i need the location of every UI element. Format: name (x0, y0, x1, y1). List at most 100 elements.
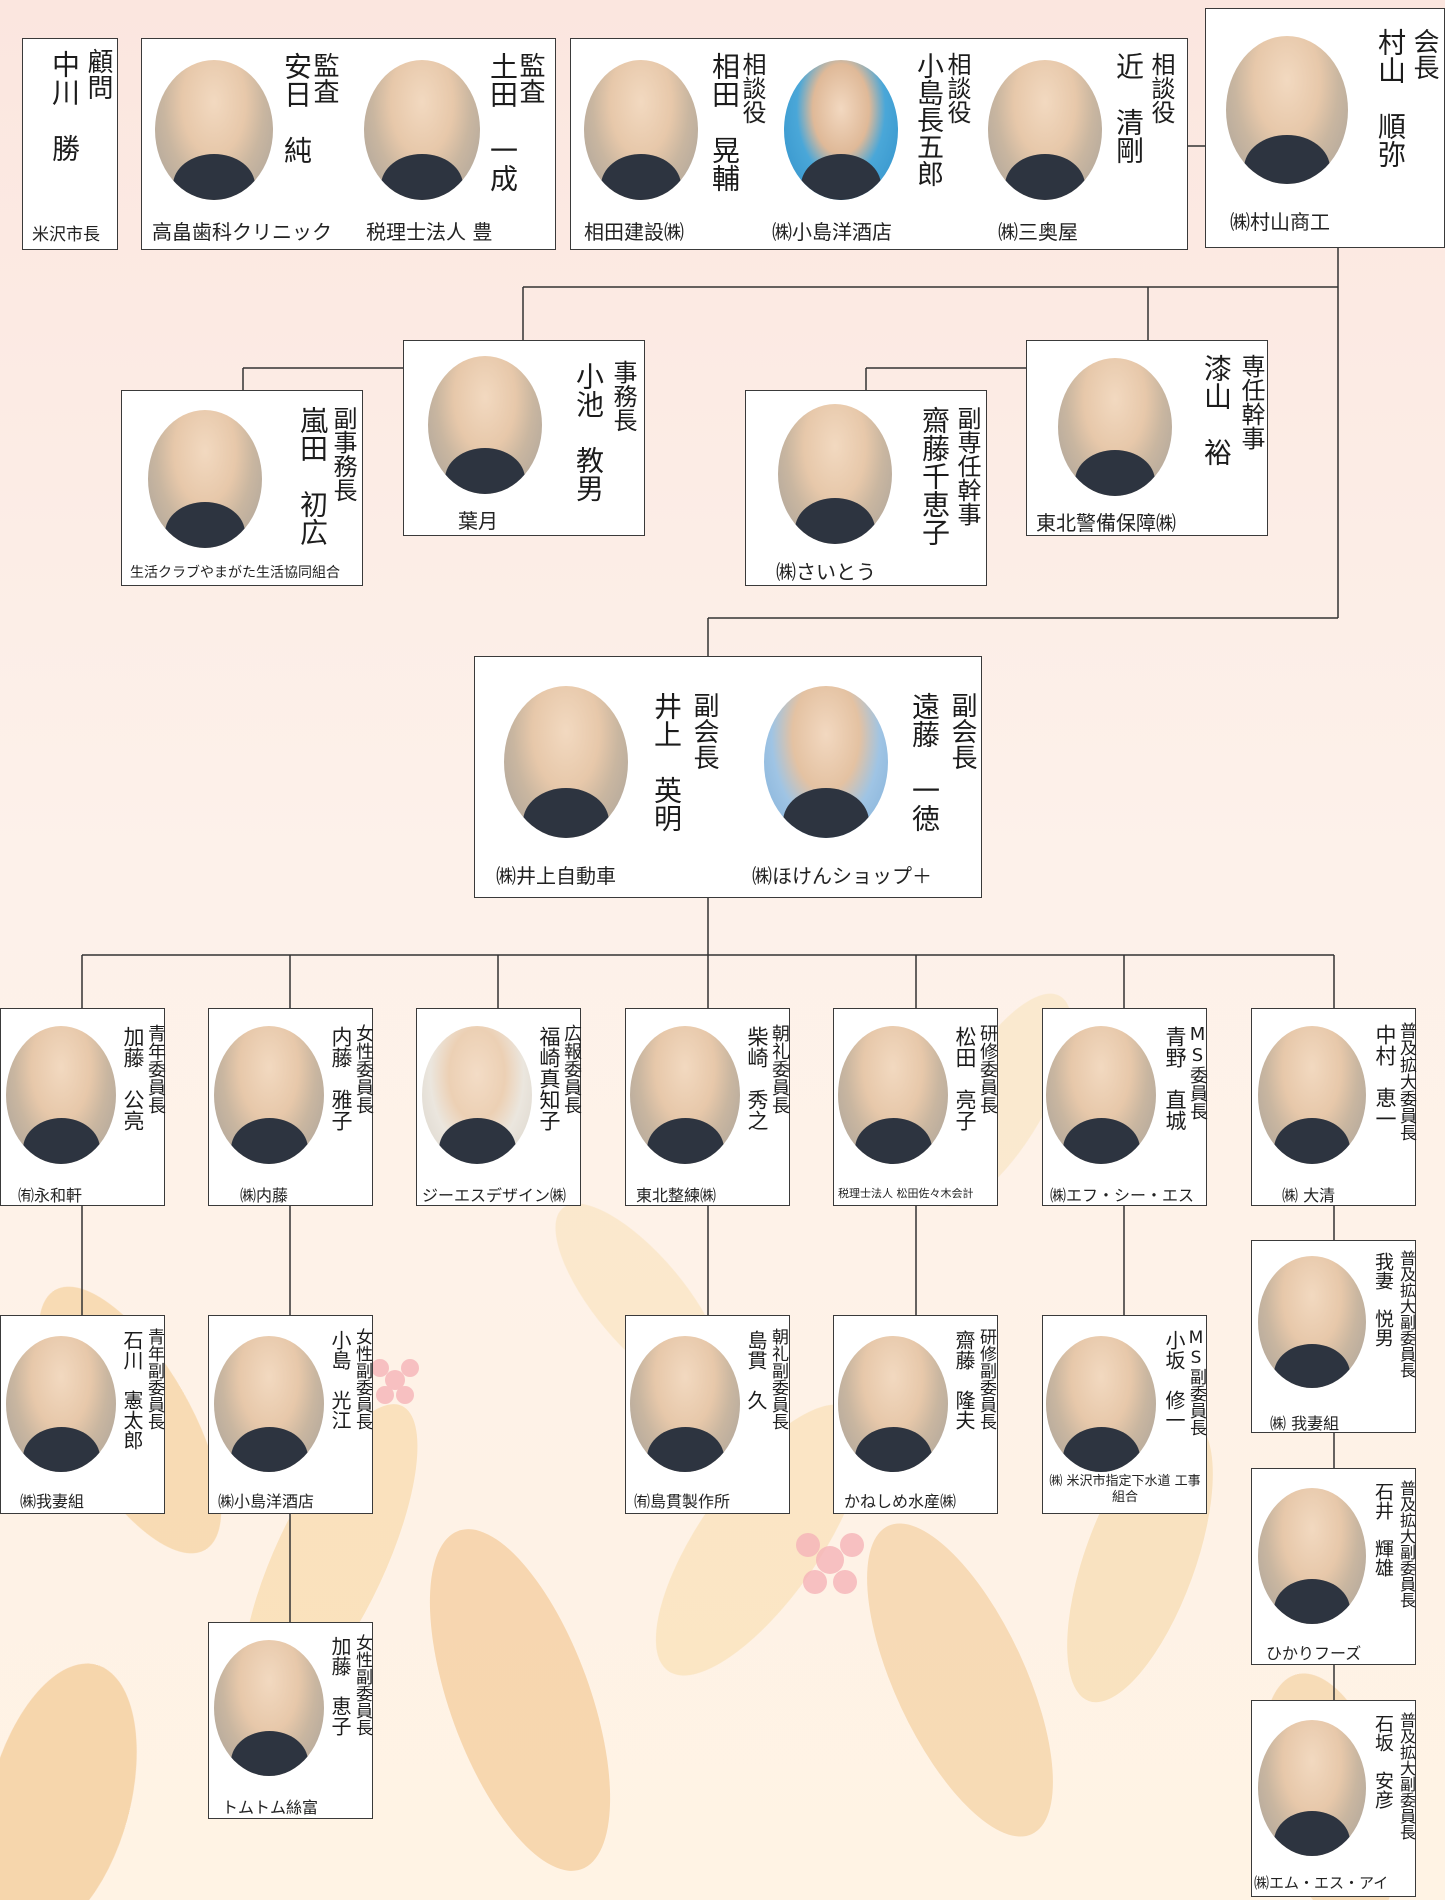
member-title: 相談役 (738, 52, 766, 124)
member-company: ㈱小島洋酒店 (772, 220, 892, 244)
member-name: 井上 英明 (650, 692, 683, 832)
member-name: 齋藤千恵子 (918, 406, 951, 546)
member-company: ジーエスデザイン㈱ (422, 1186, 567, 1205)
member-company: ㈲島貫製作所 (634, 1492, 731, 1511)
member-name: 中村 恵一 (1373, 1024, 1397, 1129)
member-company: ㈱村山商工 (1230, 210, 1330, 234)
member-photo (6, 1026, 116, 1164)
member-company: ㈱小島洋酒店 (218, 1492, 315, 1511)
member-title: 副会長 (947, 692, 977, 770)
member-title: 青年委員長 (145, 1024, 166, 1114)
member-company: ひかりフーズ (1266, 1644, 1362, 1663)
member-title: 専任幹事 (1237, 354, 1265, 450)
member-name: 加藤 公亮 (121, 1026, 145, 1131)
member-company: ㈱ 大清 (1282, 1186, 1336, 1205)
member-company: かねしめ水産㈱ (844, 1492, 957, 1511)
member-company: 税理士法人 松田佐々木会計 (838, 1187, 974, 1200)
member-photo (838, 1026, 948, 1164)
member-photo (1226, 36, 1348, 184)
member-photo (214, 1026, 324, 1164)
member-title: 顧問 (83, 48, 113, 100)
member-company: 生活クラブやまがた生活協同組合 (130, 565, 340, 581)
member-name: 齋藤 隆夫 (952, 1330, 976, 1430)
member-title: MS副委員長 (1186, 1328, 1206, 1436)
member-photo (764, 686, 888, 838)
member-title: 会長 (1409, 28, 1439, 80)
member-photo (1258, 1256, 1366, 1388)
member-company: ㈱さいとう (776, 560, 876, 584)
member-company: ㈱エム・エス・アイ (1254, 1874, 1389, 1892)
member-photo (784, 60, 898, 200)
member-name: 石坂 安彦 (1372, 1714, 1394, 1809)
member-name: 松田 亮子 (953, 1026, 977, 1131)
member-name: 島貫 久 (744, 1330, 768, 1410)
member-company: ㈱ほけんショップ＋ (752, 864, 932, 888)
member-title: 研修委員長 (977, 1024, 998, 1114)
member-title: 女性副委員長 (352, 1634, 372, 1736)
member-name: 小島 光江 (328, 1330, 352, 1430)
member-company: ㈱我妻組 (20, 1492, 85, 1511)
member-title: 副専任幹事 (953, 406, 981, 526)
member-title: 監査 (515, 52, 545, 104)
member-name: 遠藤 一徳 (908, 692, 941, 832)
member-photo (838, 1336, 948, 1472)
member-company: ㈲永和軒 (18, 1186, 83, 1205)
member-title: 女性委員長 (353, 1024, 374, 1114)
member-name: 漆山 裕 (1200, 354, 1233, 466)
member-photo (1258, 1488, 1366, 1624)
member-title: 事務長 (609, 360, 637, 432)
advisor-box (22, 38, 118, 250)
member-title: 副会長 (689, 692, 719, 770)
member-photo (214, 1640, 324, 1776)
member-title: 青年副委員長 (144, 1328, 164, 1430)
member-name: 小島長五郎 (912, 52, 943, 187)
member-company: ㈱井上自動車 (496, 864, 616, 888)
member-company: 葉月 (458, 509, 498, 533)
member-company: 高畠歯科クリニック (152, 220, 332, 244)
member-title: 普及拡大副委員長 (1397, 1250, 1416, 1378)
member-photo (630, 1026, 740, 1164)
member-title: 普及拡大委員長 (1396, 1022, 1416, 1141)
member-name: 安日 純 (280, 52, 313, 164)
member-title: 研修副委員長 (976, 1328, 996, 1430)
member-name: 近 清剛 (1112, 52, 1145, 164)
member-title: 副事務長 (329, 406, 357, 502)
member-company: ㈱ 米沢市指定下水道 工事組合 (1049, 1474, 1201, 1505)
member-photo (364, 60, 480, 200)
member-title: 監査 (309, 52, 339, 104)
member-photo (148, 410, 262, 548)
member-photo (584, 60, 698, 200)
member-name: 中川 勝 (48, 50, 81, 162)
member-company: ㈱ 我妻組 (1270, 1414, 1340, 1433)
member-title: 普及拡大副委員長 (1397, 1480, 1416, 1608)
member-name: 青野 直城 (1163, 1026, 1187, 1131)
member-photo (1046, 1026, 1156, 1164)
member-name: 福崎真知子 (537, 1026, 561, 1131)
member-title: 相談役 (943, 52, 971, 124)
member-name: 柴崎 秀之 (745, 1026, 769, 1131)
member-company: トムトム絲富 (222, 1798, 319, 1817)
member-photo (778, 404, 892, 544)
member-title: MS委員長 (1187, 1024, 1208, 1120)
member-photo (1046, 1336, 1156, 1472)
member-company: ㈱三奥屋 (998, 220, 1078, 244)
member-title: 普及拡大副委員長 (1397, 1712, 1416, 1840)
member-photo (1058, 358, 1172, 496)
member-photo (504, 686, 628, 838)
member-name: 加藤 恵子 (328, 1636, 352, 1736)
member-company: 相田建設㈱ (584, 220, 684, 244)
member-title: 朝礼副委員長 (768, 1328, 788, 1430)
member-title: 相談役 (1147, 52, 1175, 124)
member-photo (214, 1336, 324, 1472)
member-photo (428, 356, 542, 494)
member-photo (422, 1026, 532, 1164)
member-name: 相田 晃輔 (708, 52, 741, 192)
member-name: 石井 輝雄 (1372, 1482, 1394, 1577)
member-company: 東北警備保障㈱ (1036, 511, 1176, 535)
member-photo (1258, 1720, 1366, 1856)
member-company: 米沢市長 (32, 225, 100, 245)
member-photo (988, 60, 1102, 200)
member-name: 我妻 悦男 (1372, 1252, 1394, 1347)
member-name: 内藤 雅子 (329, 1026, 353, 1131)
